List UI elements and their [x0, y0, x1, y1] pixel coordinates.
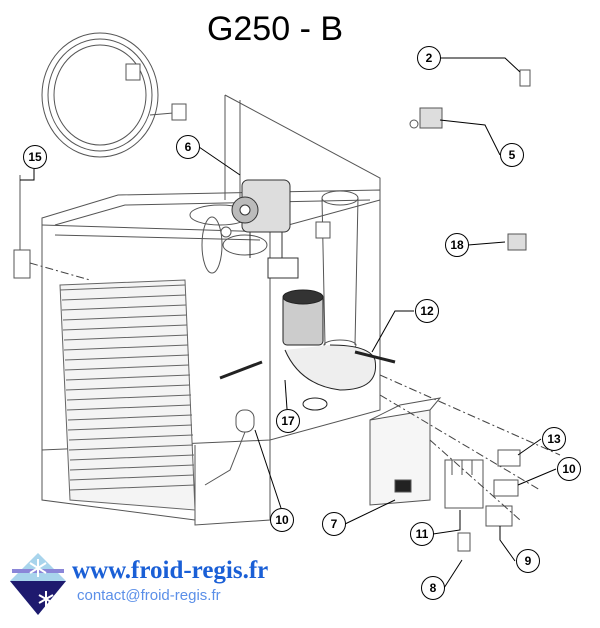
website-link[interactable]: www.froid-regis.fr	[72, 557, 269, 584]
part-callout-12[interactable]: 12	[415, 299, 439, 323]
probe	[219, 360, 263, 380]
capacitor	[485, 505, 513, 527]
part-callout-5[interactable]: 5	[500, 143, 524, 167]
switch-cap	[457, 532, 471, 552]
evaporator-tube	[315, 190, 359, 351]
part-callout-10b[interactable]: 10	[557, 457, 581, 481]
part-callout-6[interactable]: 6	[176, 135, 200, 159]
relay	[497, 449, 521, 467]
bracket	[13, 175, 31, 279]
control-box	[369, 397, 442, 506]
part-callout-8[interactable]: 8	[421, 576, 445, 600]
part-callout-18[interactable]: 18	[445, 233, 469, 257]
snowflake-logo	[10, 553, 66, 615]
part-callout-11[interactable]: 11	[410, 522, 434, 546]
water-valve	[409, 107, 443, 129]
probe	[354, 350, 396, 364]
part-callout-17[interactable]: 17	[276, 409, 300, 433]
part-callout-15[interactable]: 15	[23, 145, 47, 169]
cabinet-frame	[41, 94, 381, 526]
bulb-sensor	[204, 409, 255, 486]
condenser	[59, 279, 196, 511]
part-callout-7[interactable]: 7	[322, 512, 346, 536]
leader-lines	[20, 57, 557, 589]
assembly-lines	[29, 262, 561, 521]
part-callout-10[interactable]: 10	[270, 508, 294, 532]
part-callout-13[interactable]: 13	[542, 427, 566, 451]
condenser-coil	[41, 32, 187, 158]
relay	[493, 479, 519, 497]
part-callout-2[interactable]: 2	[417, 46, 441, 70]
valve-small	[507, 233, 527, 251]
fan-motor	[231, 179, 299, 279]
contactor	[444, 459, 484, 509]
part-callout-9[interactable]: 9	[516, 549, 540, 573]
cap-part	[519, 69, 531, 87]
email-link[interactable]: contact@froid-regis.fr	[77, 587, 221, 604]
diagram-title: G250 - B	[206, 10, 344, 48]
pump-motor	[282, 289, 377, 411]
